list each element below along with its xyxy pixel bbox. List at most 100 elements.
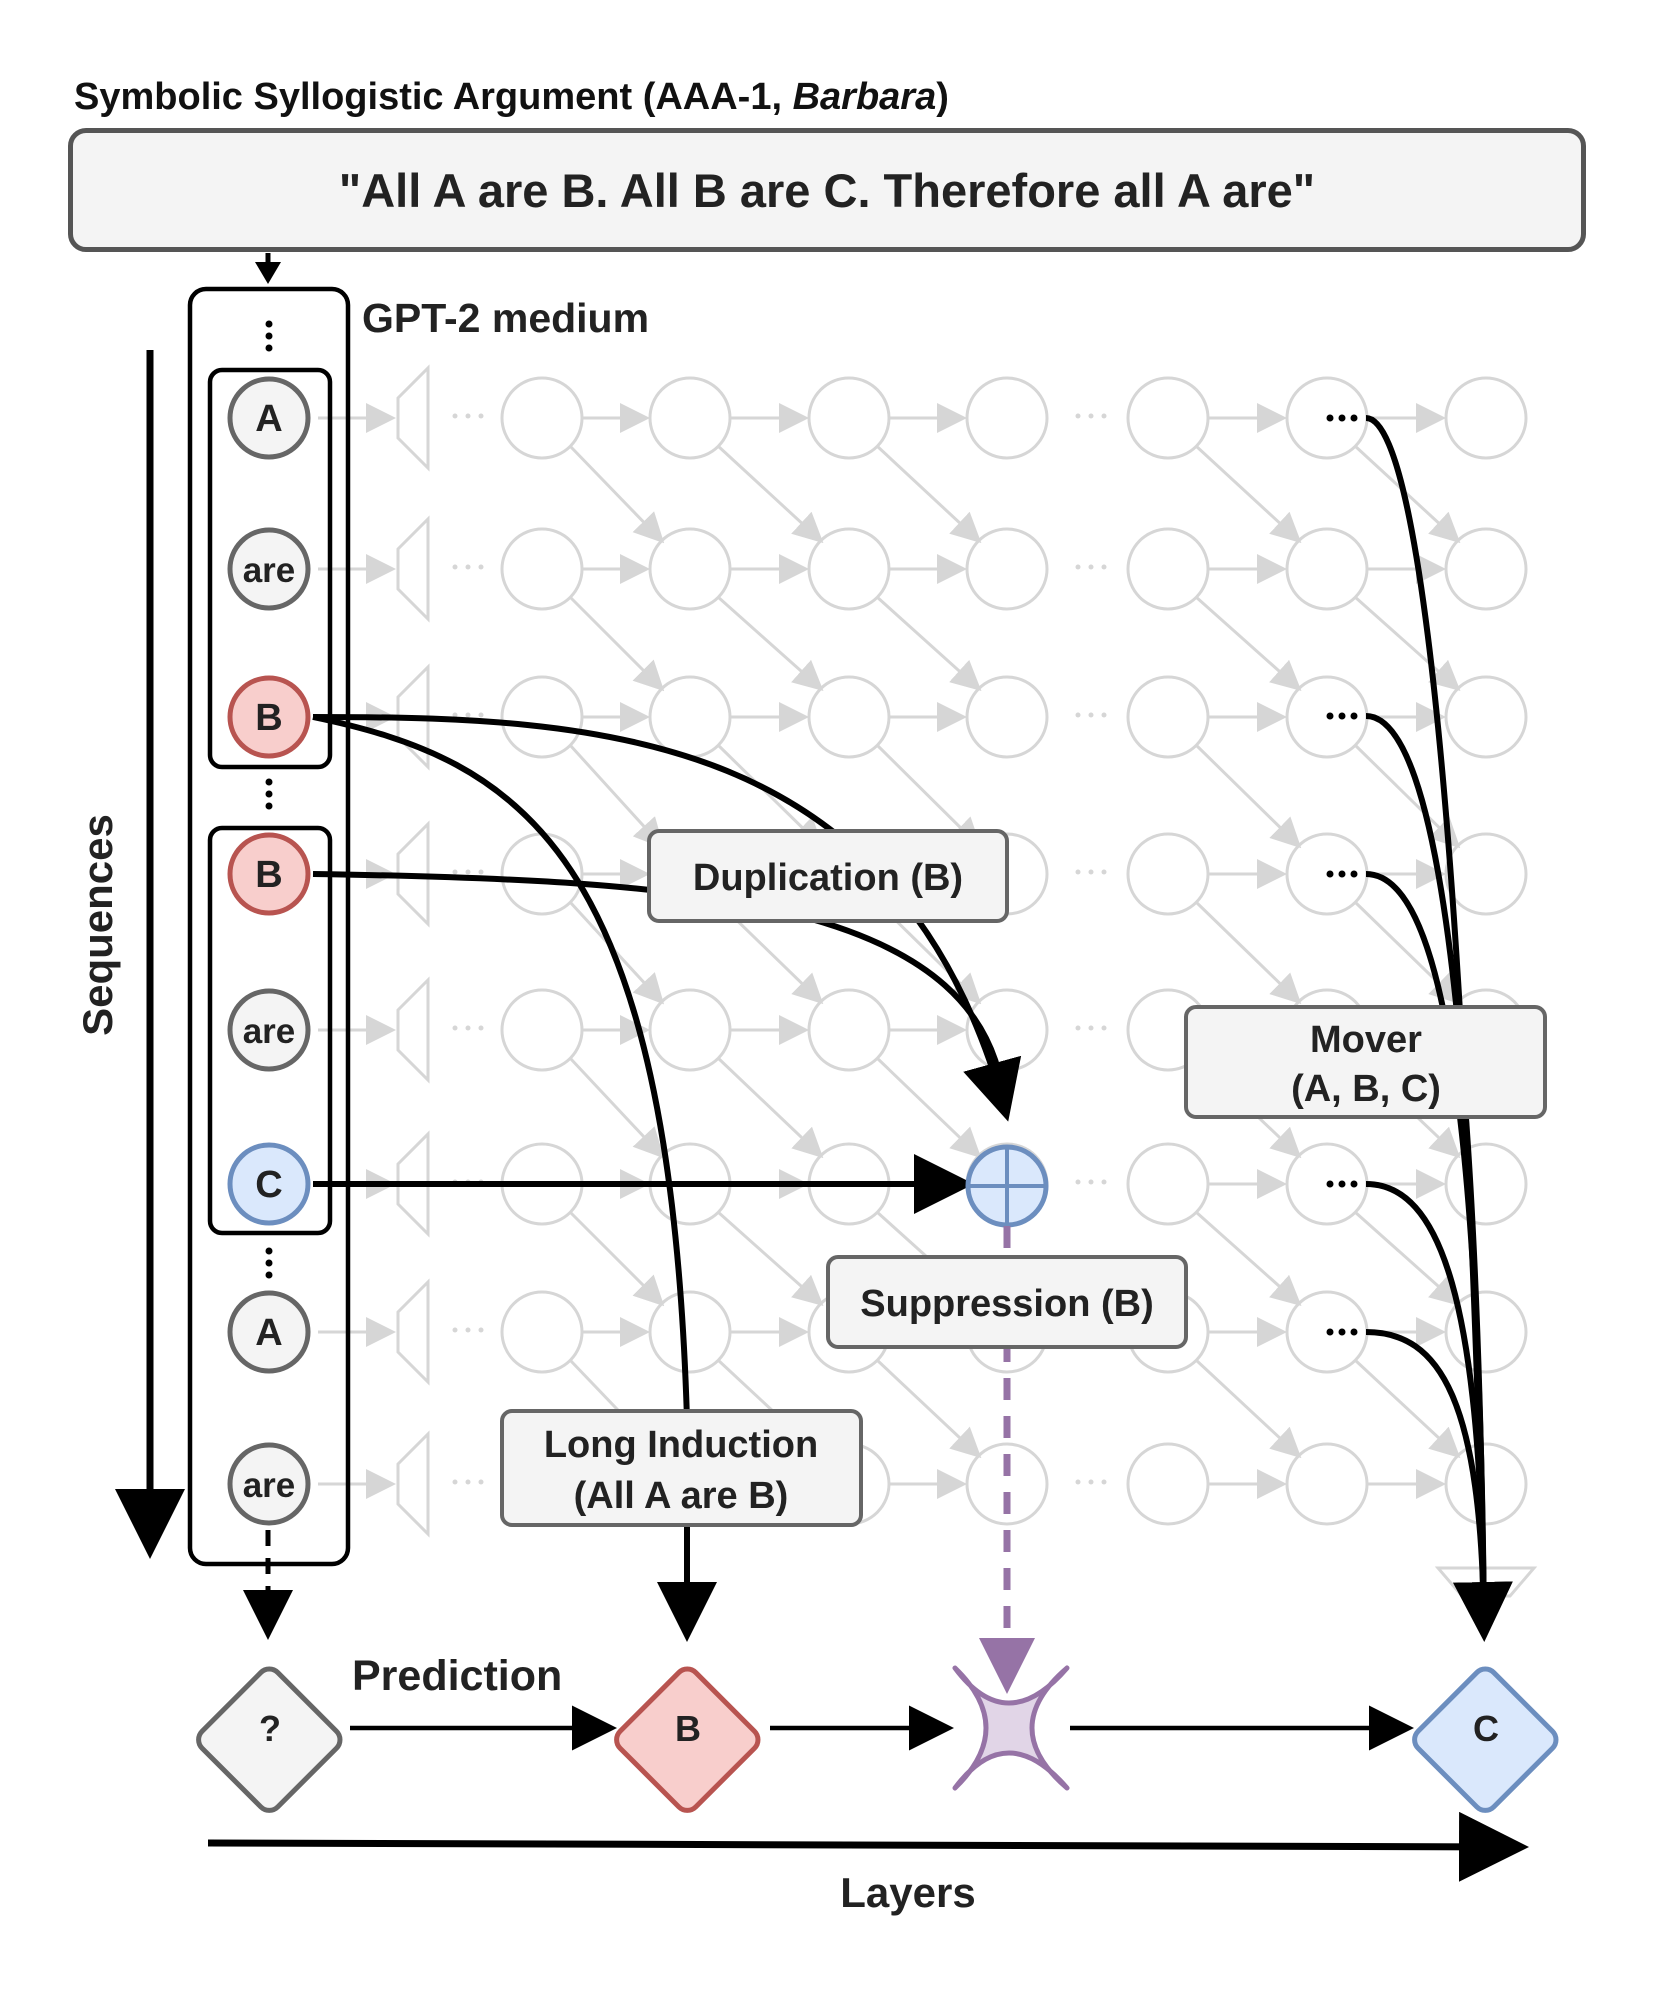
premise-group-2	[207, 825, 333, 1236]
faint-dot	[1075, 869, 1081, 875]
vertical-ellipsis-top	[265, 320, 273, 352]
faint-diag-arrow	[1195, 595, 1302, 691]
token-node-a	[227, 376, 311, 460]
mover-dot	[1338, 414, 1346, 422]
faint-dot	[452, 1025, 458, 1031]
faint-dot	[465, 869, 471, 875]
mover-dot	[1338, 1328, 1346, 1336]
token-label: B	[255, 854, 282, 896]
faint-dot	[1101, 1025, 1107, 1031]
embedding-trapezoid	[396, 976, 430, 1084]
mover-dot	[1326, 1180, 1334, 1188]
mover-label-2: (A, B, C)	[1291, 1068, 1441, 1110]
token-label: are	[243, 551, 296, 590]
token-label: are	[243, 1466, 296, 1505]
faint-dot	[1075, 712, 1081, 718]
faint-diag-arrow	[568, 444, 665, 544]
faint-dot	[452, 1327, 458, 1333]
prediction-first-text: B	[675, 1708, 701, 1749]
mover-dot	[1326, 414, 1334, 422]
faint-dot	[1075, 413, 1081, 419]
faint-dot	[465, 1025, 471, 1031]
faint-diag-arrow	[875, 595, 982, 692]
token-label: B	[255, 697, 282, 739]
vertical-ellipsis-bottom	[265, 1247, 273, 1279]
embedding-trapezoid	[396, 820, 430, 928]
token-node-a	[227, 1290, 311, 1374]
faint-node	[1444, 675, 1528, 759]
token-label: A	[255, 398, 282, 440]
transformer-grid	[318, 364, 1538, 1598]
faint-diag-arrow	[1195, 1210, 1302, 1306]
faint-diag-arrow	[716, 743, 824, 849]
mover-dot	[1326, 1328, 1334, 1336]
faint-dot	[452, 413, 458, 419]
embedding-trapezoid	[396, 1278, 430, 1386]
faint-diag-arrow	[568, 595, 665, 692]
faint-node	[965, 675, 1049, 759]
faint-dot	[1088, 413, 1094, 419]
token-label: C	[255, 1164, 282, 1206]
embedding-trapezoid	[396, 364, 430, 472]
faint-diag-arrow	[1353, 1358, 1461, 1459]
faint-diag-arrow	[716, 1056, 824, 1159]
suppression-label-box: Suppression (B)	[826, 1255, 1188, 1349]
mover-dot	[1338, 1180, 1346, 1188]
sequences-axis-label: Sequences	[74, 814, 121, 1036]
faint-dot	[1088, 564, 1094, 570]
faint-dot	[1101, 1179, 1107, 1185]
token-node-are	[227, 1442, 311, 1526]
model-label: GPT-2 medium	[362, 295, 649, 341]
token-label: A	[255, 1312, 282, 1354]
faint-node	[1285, 1442, 1369, 1526]
faint-dot	[1101, 712, 1107, 718]
prompt-box: "All A are B. All B are C. Therefore all…	[68, 128, 1586, 252]
token-node-b	[227, 675, 311, 759]
mover-dot	[1350, 414, 1358, 422]
suppression-label: Suppression (B)	[860, 1283, 1153, 1325]
faint-diag-arrow	[1194, 900, 1302, 1005]
faint-dot	[465, 712, 471, 718]
faint-node	[1444, 832, 1528, 916]
title-suffix: )	[936, 76, 949, 118]
embedding-trapezoid	[396, 1430, 430, 1538]
duplication-label-box: Duplication (B)	[647, 829, 1009, 923]
prediction-start-diamond: ?	[196, 1666, 343, 1813]
token-node-are	[227, 988, 311, 1072]
faint-diag-arrow	[875, 1056, 982, 1159]
prediction-label: Prediction	[352, 1652, 562, 1700]
suppression-star-icon	[952, 1665, 1070, 1791]
faint-node	[1444, 1442, 1528, 1526]
faint-dot	[478, 413, 484, 419]
suppression-node	[965, 1144, 1049, 1228]
layers-axis-arrow	[207, 1811, 1529, 1882]
faint-dot	[1075, 564, 1081, 570]
prediction-final-text: C	[1473, 1708, 1499, 1749]
prediction-start-text: ?	[259, 1708, 281, 1749]
mover-dot	[1326, 712, 1334, 720]
faint-dot	[1075, 1025, 1081, 1031]
prompt-text: "All A are B. All B are C. Therefore all…	[338, 163, 1316, 217]
mover-dot	[1338, 870, 1346, 878]
faint-node	[1444, 1142, 1528, 1226]
faint-dot	[1101, 869, 1107, 875]
mover-dot	[1350, 1180, 1358, 1188]
faint-dot	[465, 1479, 471, 1485]
faint-dot	[478, 564, 484, 570]
faint-dot	[452, 869, 458, 875]
faint-dot	[1101, 413, 1107, 419]
long-induction-label-1: Long Induction	[544, 1424, 818, 1466]
embedding-trapezoid	[396, 663, 430, 771]
faint-dot	[452, 712, 458, 718]
faint-diag-arrow	[568, 743, 665, 849]
faint-node	[1126, 1442, 1210, 1526]
faint-dot	[1088, 869, 1094, 875]
layers-axis-label: Layers	[840, 1869, 975, 1916]
mover-arrows	[1365, 415, 1513, 1642]
prediction-final-diamond: C	[1412, 1666, 1559, 1813]
faint-dot	[452, 1479, 458, 1485]
faint-diag-arrow	[1354, 1210, 1461, 1306]
token-node-b	[227, 832, 311, 916]
